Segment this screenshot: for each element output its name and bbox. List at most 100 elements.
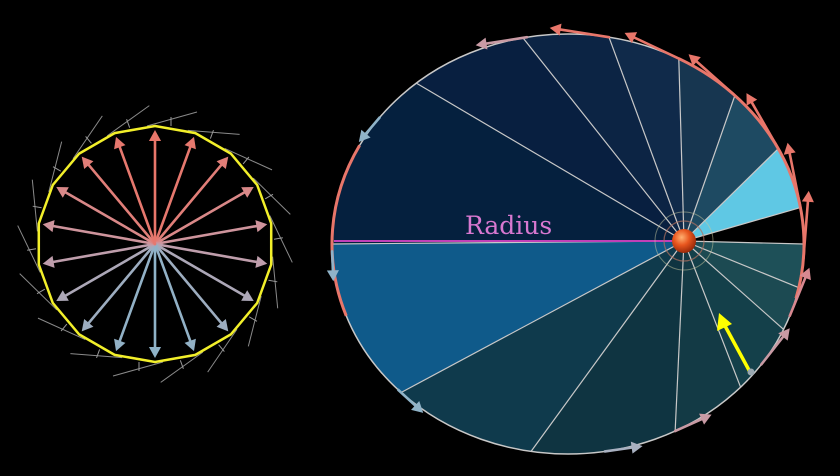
arrow-icon (148, 347, 162, 358)
orbit-velocity-arrow (396, 388, 424, 413)
arrow-shaft (153, 242, 246, 297)
sun-halo-outer (654, 211, 714, 271)
velocity-vector (153, 242, 229, 332)
arrow-shaft (364, 116, 381, 135)
sector-line (683, 240, 742, 388)
orbit-figure: Radius (326, 23, 814, 455)
orbit-sector (684, 148, 801, 241)
tangent-line (207, 328, 238, 373)
arrow-icon (184, 338, 196, 352)
arrow-icon (688, 54, 701, 67)
arrow-shaft (673, 417, 703, 433)
orbit-velocity-arrow (760, 328, 790, 366)
equal-area-sectors (332, 33, 804, 454)
arrow-shaft (788, 152, 802, 209)
arrow-icon (114, 338, 126, 352)
velocity-vector (56, 242, 157, 301)
orbit-velocity-arrow (475, 35, 529, 50)
arrow-shaft (695, 60, 737, 97)
hatch-mark (32, 205, 42, 209)
tangent-lines (17, 105, 293, 383)
sun-icon (672, 229, 696, 253)
orbit-velocity-arrow (326, 250, 339, 282)
orbit-velocity-arrows (326, 23, 814, 454)
arrow-icon (56, 290, 69, 301)
sector-line (608, 36, 685, 242)
sun-halo-inner (663, 220, 705, 262)
orbit-velocity-arrow (783, 142, 802, 209)
arrow-icon (778, 328, 790, 341)
arrow-icon (549, 23, 562, 36)
arrow-icon (699, 413, 712, 425)
orbit-sector (401, 241, 684, 452)
velocity-diagram (17, 105, 293, 383)
arrow-shaft (64, 242, 157, 297)
tangent-line (224, 148, 273, 171)
arrow-icon (216, 156, 229, 169)
orbit-sector (684, 241, 784, 388)
arrow-icon (114, 136, 126, 150)
velocity-vector (148, 242, 162, 358)
tangent-line (112, 361, 164, 377)
arrow-shaft (750, 101, 780, 150)
orbit-velocity-arrow (673, 413, 712, 433)
velocity-vector (153, 242, 268, 268)
hatch-mark (268, 279, 278, 283)
velocity-vector (42, 242, 157, 268)
hatch-mark (218, 344, 225, 352)
highlight-velocity-arrow (717, 313, 755, 376)
arrow-shaft (52, 224, 157, 246)
hatch-mark (273, 237, 283, 240)
arrow-shaft (153, 224, 258, 246)
arrow-shaft (153, 242, 223, 325)
sector-line (678, 58, 685, 242)
tangent-line (72, 115, 103, 160)
tangent-line (70, 353, 123, 359)
velocity-vector (148, 130, 162, 246)
arrow-icon (746, 93, 758, 106)
tangent-line (187, 129, 240, 135)
velocity-vector (114, 136, 157, 246)
arrow-icon (81, 319, 94, 332)
hatch-mark (264, 193, 274, 200)
arrow-icon (184, 136, 196, 150)
arrow-icon (42, 220, 55, 233)
arrow-icon (255, 220, 268, 233)
velocity-vector (56, 187, 157, 246)
velocity-vector (42, 220, 157, 246)
arrow-shaft (153, 145, 192, 246)
hatch-mark (242, 156, 250, 165)
arrow-shaft (633, 36, 681, 60)
tangent-line (48, 141, 63, 193)
arrow-icon (799, 267, 811, 281)
arrow-icon (81, 156, 94, 169)
velocity-vector (153, 242, 196, 352)
arrow-shaft (802, 200, 810, 260)
arrow-icon (326, 270, 339, 282)
arrow-icon (801, 190, 814, 203)
arrow-shaft (64, 191, 157, 246)
arrow-shaft (788, 276, 807, 318)
hatch-mark (96, 349, 101, 359)
arrow-shaft (87, 163, 157, 246)
velocity-vector (153, 156, 229, 246)
hatch-mark (60, 323, 68, 332)
sector-line (683, 148, 779, 242)
arrow-shaft (52, 242, 157, 264)
velocity-vector (153, 136, 196, 246)
arrow-icon (783, 142, 796, 155)
orbit-velocity-arrow (788, 267, 811, 318)
arrow-shaft (603, 446, 633, 453)
arrow-icon (216, 319, 229, 332)
arrow-shaft (153, 242, 192, 343)
orbit-velocity-arrow (603, 441, 643, 454)
orbit-sector (678, 58, 735, 241)
hatch-mark (248, 316, 258, 322)
radius-label: Radius (465, 211, 552, 240)
arrow-shaft (118, 242, 157, 343)
orbit-velocity-arrow (624, 32, 681, 60)
arrow-icon (624, 32, 638, 44)
sector-line (683, 240, 784, 330)
velocity-vector (81, 242, 157, 332)
